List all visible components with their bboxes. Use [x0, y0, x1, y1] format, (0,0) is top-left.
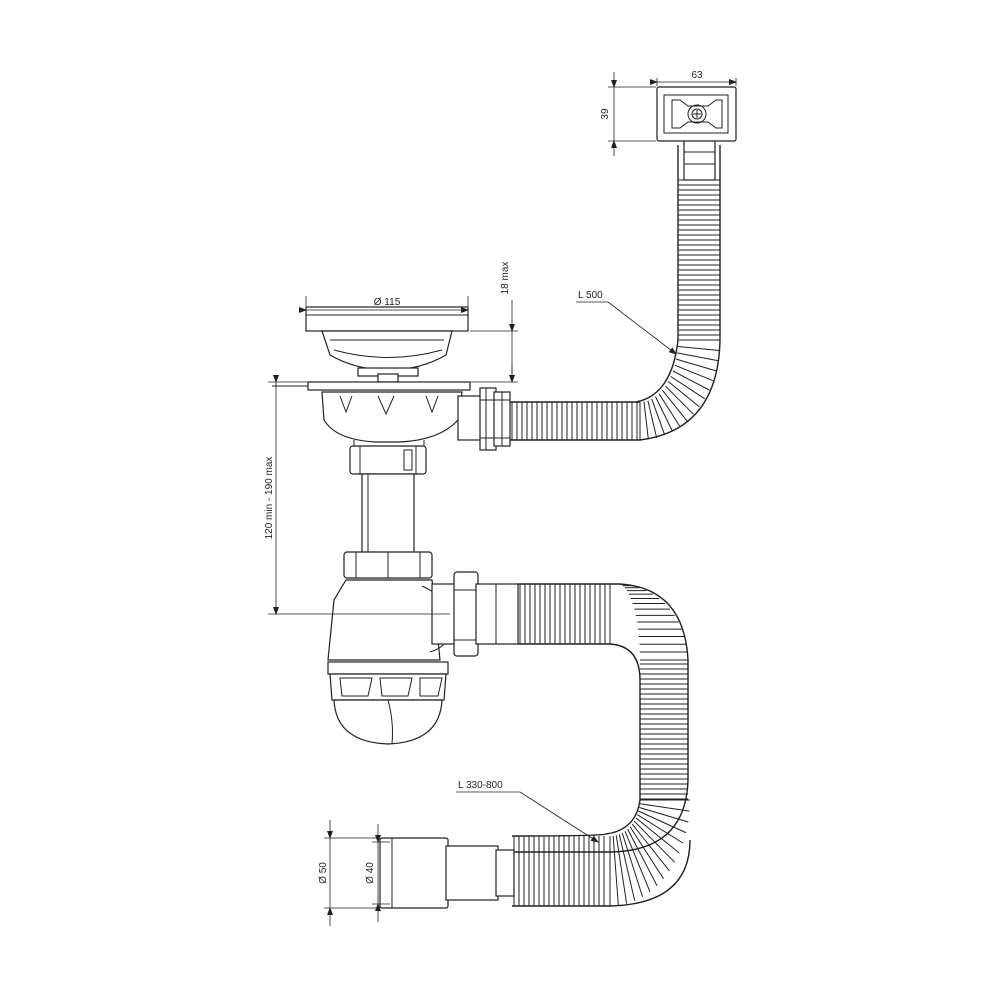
strainer — [305, 306, 469, 383]
hose-rib — [674, 364, 714, 382]
dimension-overflow-hose-length: L 500 — [576, 290, 677, 355]
hose-rib — [635, 817, 680, 854]
dimension-overflow-width: 63 — [650, 70, 737, 86]
hose-rib — [643, 401, 649, 440]
hose-rib — [677, 345, 720, 351]
dimension-strainer-diameter: Ø 115 — [299, 296, 469, 313]
outlet-hose-length-label: L 330-800 — [458, 780, 503, 791]
hose-rib — [677, 352, 719, 362]
dimension-strainer-height: 18 max — [470, 262, 518, 383]
hose-rib — [651, 398, 666, 436]
hose-rib — [670, 376, 705, 400]
lower-nut — [343, 551, 433, 579]
outlet-hose — [511, 583, 691, 907]
hose-rib — [655, 396, 673, 432]
hose-rib — [658, 393, 681, 427]
outlet-hose-ribs — [513, 583, 690, 906]
overflow-connector — [457, 387, 511, 451]
hose-rib — [665, 385, 694, 415]
outlet-connector — [379, 837, 515, 909]
hose-rib — [612, 835, 619, 906]
hose-rib — [621, 832, 644, 897]
hose-rib — [661, 389, 688, 422]
hose-rib — [638, 810, 687, 834]
overflow-width-label: 63 — [691, 70, 703, 81]
hose-rib — [615, 835, 628, 904]
overflow-hose-horizontal — [510, 401, 640, 441]
strainer-diameter-label: Ø 115 — [374, 297, 401, 308]
outlet-inner-diameter-label: Ø 40 — [365, 862, 376, 884]
hose-rib — [675, 358, 717, 372]
dimension-overflow-height: 39 — [600, 72, 656, 156]
hose-rib — [624, 830, 651, 892]
vertical-tube — [361, 473, 415, 555]
overflow-hose — [635, 145, 721, 441]
sink-flange — [272, 381, 471, 391]
drain-body — [321, 391, 463, 451]
outlet-outer-diameter-label: Ø 50 — [318, 862, 329, 884]
overflow-hose-length-label: L 500 — [578, 290, 603, 301]
dimension-outlet-inner-diameter: Ø 40 — [365, 824, 390, 922]
overflow-neck — [683, 139, 716, 181]
hose-rib — [672, 370, 710, 391]
hose-rib — [667, 381, 700, 408]
upper-nut — [349, 445, 427, 475]
overflow-height-label: 39 — [600, 108, 611, 120]
hose-rib — [639, 807, 689, 823]
dimension-outlet-hose-length: L 330-800 — [456, 780, 599, 843]
hose-rib — [629, 826, 664, 880]
hose-rib — [631, 823, 670, 872]
overflow-hose-horizontal-ribs — [511, 402, 638, 440]
hose-rib — [618, 834, 636, 901]
overflow-hose-ribs — [639, 179, 720, 440]
dimension-trap-height: 120 min - 190 max — [264, 375, 450, 615]
strainer-height-label: 18 max — [500, 262, 511, 295]
hose-rib — [647, 400, 658, 438]
dimension-outlet-outer-diameter: Ø 50 — [318, 820, 380, 926]
hose-rib — [637, 814, 684, 844]
overflow-plate — [656, 86, 737, 142]
hose-rib — [627, 828, 658, 886]
trap-height-label: 120 min - 190 max — [264, 457, 275, 540]
hose-rib — [633, 820, 676, 863]
hose-rib — [639, 803, 690, 812]
